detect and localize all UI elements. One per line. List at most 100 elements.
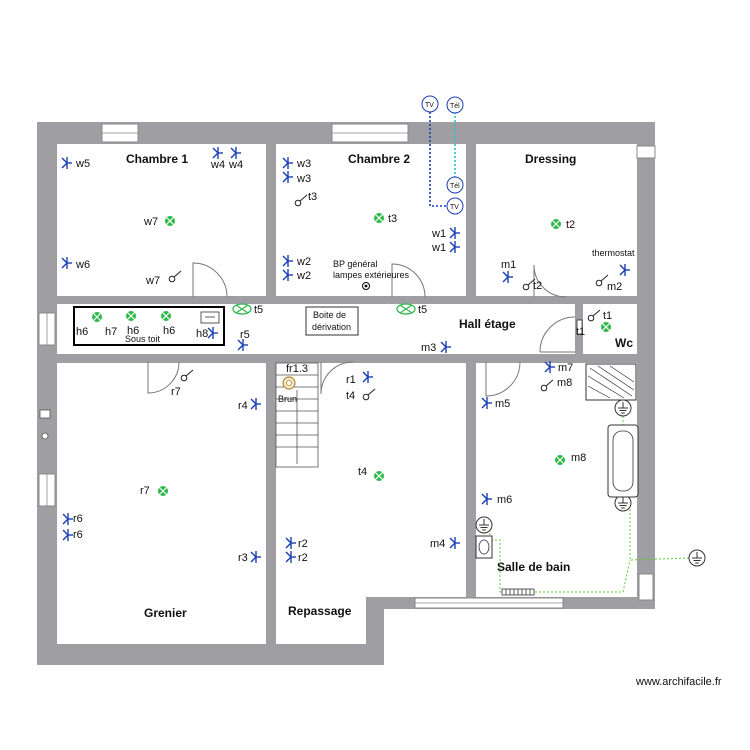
svg-text:t3: t3 — [308, 191, 317, 203]
svg-text:m8: m8 — [571, 452, 586, 464]
socket-icon — [540, 379, 554, 392]
socket-icon — [294, 194, 308, 207]
svg-text:t4: t4 — [346, 390, 355, 402]
socket-icon — [180, 369, 194, 382]
ceiling-light-icon — [373, 470, 385, 482]
svg-text:r2: r2 — [298, 552, 308, 564]
switch-icon — [282, 170, 294, 184]
svg-text:w1: w1 — [431, 242, 446, 254]
switch-icon — [481, 396, 493, 410]
ceiling-light-icon — [600, 321, 612, 333]
svg-text:r5: r5 — [240, 329, 250, 341]
svg-text:r7: r7 — [140, 485, 150, 497]
svg-text:t2: t2 — [566, 219, 575, 231]
svg-text:m6: m6 — [497, 494, 512, 506]
svg-text:w6: w6 — [75, 259, 90, 271]
svg-text:r6: r6 — [73, 529, 83, 541]
ceiling-light-icon — [157, 485, 169, 497]
bath-ground-icon-left — [475, 516, 493, 534]
boite-derivation — [305, 306, 359, 336]
switch-icon — [285, 550, 297, 564]
socket-icon — [587, 309, 601, 322]
bathtub — [607, 424, 639, 498]
tv-cable — [429, 112, 446, 207]
boite-line1: Boite de — [313, 310, 346, 320]
ceiling-light-icon — [160, 310, 172, 322]
svg-text:w4: w4 — [210, 159, 225, 171]
tv-outlet-top: TV — [421, 95, 439, 113]
ceiling-light-icon — [125, 310, 137, 322]
room-dressing-label: Dressing — [525, 152, 576, 166]
switch-icon — [62, 528, 74, 542]
svg-text:w7: w7 — [145, 275, 160, 287]
switch-icon — [212, 146, 224, 160]
sink — [475, 535, 493, 559]
switch-icon — [440, 340, 452, 354]
bp-general-line1: BP général — [333, 259, 377, 269]
switch-icon — [282, 254, 294, 268]
svg-text:r6: r6 — [73, 513, 83, 525]
switch-icon — [449, 536, 461, 550]
svg-text:r3: r3 — [238, 552, 248, 564]
switch-icon — [250, 550, 262, 564]
room-salle-bain-label: Salle de bain — [497, 560, 570, 574]
svg-text:m2: m2 — [607, 281, 622, 293]
room-chambre2-label: Chambre 2 — [348, 152, 410, 166]
ceiling-light-icon — [164, 215, 176, 227]
svg-text:w4: w4 — [228, 159, 243, 171]
room-chambre1-label: Chambre 1 — [126, 152, 188, 166]
svg-text:w7: w7 — [143, 216, 158, 228]
svg-text:h6: h6 — [163, 325, 175, 337]
svg-text:Tél: Tél — [450, 183, 460, 190]
svg-text:w3: w3 — [296, 158, 311, 170]
svg-text:w2: w2 — [296, 270, 311, 282]
svg-text:w2: w2 — [296, 256, 311, 268]
bp-general-line2: lampes extérieures — [333, 270, 410, 280]
tel-outlet-top: Tél — [446, 96, 464, 114]
svg-text:Tél: Tél — [450, 103, 460, 110]
room-wc-label: Wc — [615, 336, 633, 350]
svg-text:r2: r2 — [298, 538, 308, 550]
footer-credit[interactable]: www.archifacile.fr — [636, 676, 722, 688]
switch-icon — [282, 268, 294, 282]
room-hall-label: Hall étage — [459, 317, 516, 331]
svg-text:m7: m7 — [558, 362, 573, 374]
room-repassage-label: Repassage — [288, 604, 352, 618]
svg-text:r1: r1 — [346, 374, 356, 386]
switch-icon — [285, 536, 297, 550]
sous-toit-box — [73, 306, 225, 346]
socket-icon — [362, 388, 376, 401]
tv-outlet: TV — [446, 197, 464, 215]
svg-text:t4: t4 — [358, 466, 367, 478]
tel-outlet: Tél — [446, 176, 464, 194]
thermostat-label: thermostat — [592, 248, 635, 258]
svg-text:w3: w3 — [296, 173, 311, 185]
svg-text:r4: r4 — [238, 400, 248, 412]
switch-icon — [61, 256, 73, 270]
svg-text:h8: h8 — [196, 328, 208, 340]
wall-light-icon — [232, 303, 252, 315]
ceiling-light-icon — [373, 212, 385, 224]
svg-text:r7: r7 — [171, 386, 181, 398]
svg-text:w1: w1 — [431, 228, 446, 240]
staircase — [275, 362, 319, 468]
switch-icon — [502, 270, 514, 284]
svg-text:t2: t2 — [533, 280, 542, 292]
brun-label: Brun — [278, 394, 297, 404]
switch-icon — [362, 370, 374, 384]
wall-device-left — [39, 409, 51, 440]
svg-text:w5: w5 — [75, 158, 90, 170]
svg-text:m4: m4 — [430, 538, 445, 550]
switch-icon — [230, 146, 242, 160]
device-labels: w5 w4 w4 w7 w6 w7 w3 w3 t3 t3 w2 w2 w1 w… — [73, 158, 622, 564]
svg-text:h6: h6 — [127, 325, 139, 337]
switch-icon — [250, 397, 262, 411]
switch-icon — [449, 240, 461, 254]
svg-text:h7: h7 — [105, 326, 117, 338]
radiator — [501, 588, 535, 596]
wc-fixture — [576, 319, 583, 335]
svg-text:t3: t3 — [388, 213, 397, 225]
walls — [37, 122, 655, 665]
doors — [147, 262, 576, 397]
switch-icon — [619, 263, 631, 277]
